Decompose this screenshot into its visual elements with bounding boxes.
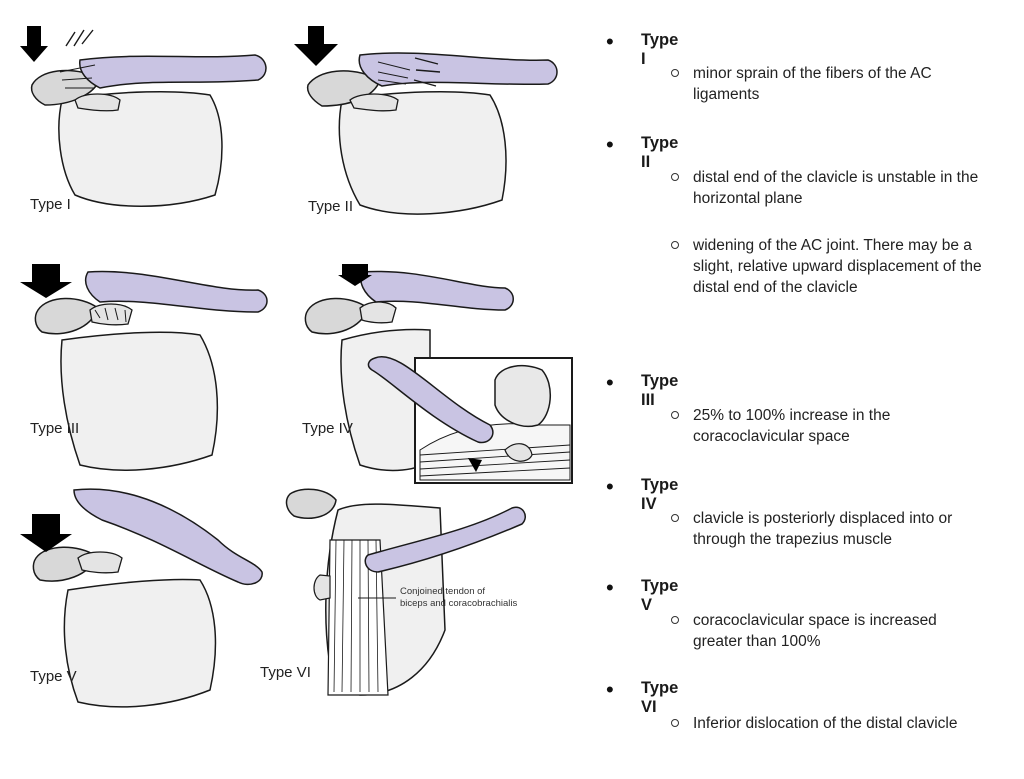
panel-type-3: Type III	[0, 250, 290, 480]
bullet-icon: •	[606, 474, 614, 499]
type-5-illustration	[20, 488, 263, 708]
heading-type-6: Type VI	[641, 679, 679, 716]
type-3-label: Type III	[30, 420, 80, 437]
sub-bullet-icon	[671, 173, 679, 181]
type-6-label: Type VI	[260, 664, 311, 681]
type-5-label: Type V	[30, 668, 77, 685]
point-type-6-a: Inferior dislocation of the distal clavi…	[693, 715, 958, 732]
heading-type-5: Type V	[641, 577, 679, 614]
point-type-1-a: minor sprain of the fibers of the AC lig…	[693, 65, 932, 103]
bullet-icon: •	[606, 132, 614, 157]
sub-bullet-icon	[671, 514, 679, 522]
sub-bullet-icon	[671, 241, 679, 249]
heading-type-4: Type IV	[641, 476, 679, 513]
type-3-illustration	[20, 264, 268, 471]
type-2-illustration	[294, 26, 558, 215]
type-1-label: Type I	[30, 196, 71, 213]
type-4-label: Type IV	[302, 420, 353, 437]
panel-type-1: Type I	[0, 0, 290, 250]
bullet-icon: •	[606, 29, 614, 54]
type-4-illustration	[304, 264, 573, 484]
type-2-label: Type II	[308, 198, 354, 215]
panel-type-5: Type V	[0, 480, 290, 710]
conjoined-tendon-callout: Conjoined tendon of biceps and coracobra…	[400, 586, 517, 610]
panel-type-6: Conjoined tendon of biceps and coracobra…	[250, 480, 550, 710]
sub-bullet-icon	[671, 616, 679, 624]
heading-type-1: Type I	[641, 31, 679, 68]
heading-type-3: Type III	[641, 372, 679, 409]
sub-bullet-icon	[671, 411, 679, 419]
point-type-2-a: distal end of the clavicle is unstable i…	[693, 169, 979, 207]
type-6-illustration	[285, 488, 526, 696]
sub-bullet-icon	[671, 719, 679, 727]
type-1-illustration	[20, 26, 267, 207]
point-type-3-a: 25% to 100% increase in the coracoclavic…	[693, 407, 891, 445]
panel-type-4: Type IV	[280, 250, 580, 490]
callout-line-1: Conjoined tendon of	[400, 586, 486, 597]
point-type-5-a: coracoclavicular space is increased grea…	[693, 612, 937, 650]
ac-joint-illustrations: Type I Type II Type III	[0, 0, 580, 710]
heading-type-2: Type II	[641, 134, 679, 171]
panel-type-2: Type II	[280, 0, 580, 250]
bullet-icon: •	[606, 575, 614, 600]
sub-bullet-icon	[671, 69, 679, 77]
point-type-4-a: clavicle is posteriorly displaced into o…	[693, 510, 953, 548]
bullet-icon: •	[606, 370, 614, 395]
bullet-icon: •	[606, 677, 614, 702]
point-type-2-b: widening of the AC joint. There may be a…	[693, 237, 982, 296]
callout-line-2: biceps and coracobrachialis	[400, 598, 518, 609]
